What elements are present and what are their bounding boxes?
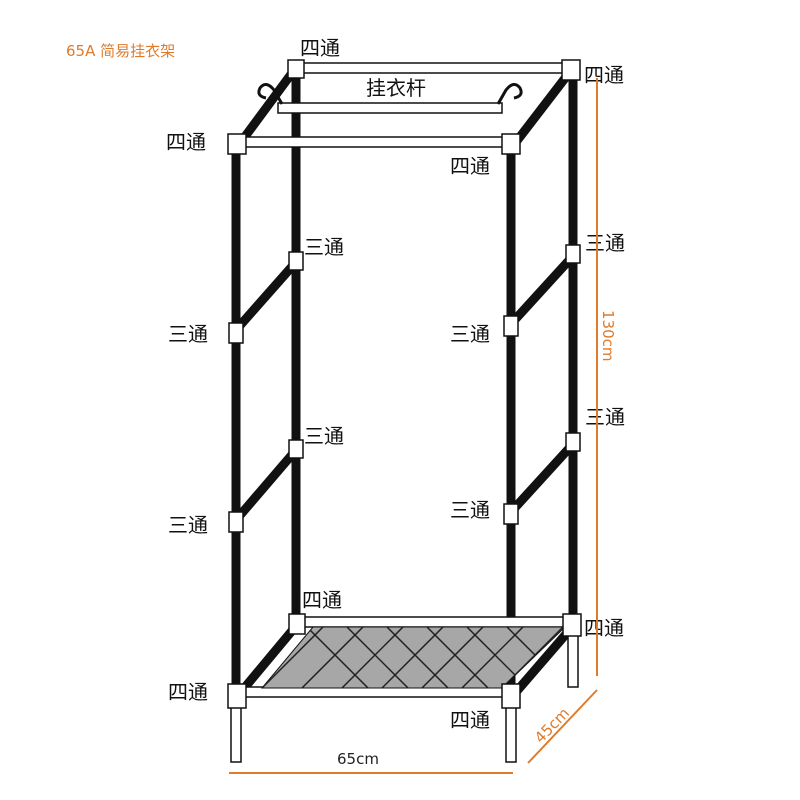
label-three-way: 三通 <box>450 322 490 346</box>
label-three-way: 三通 <box>168 322 208 346</box>
frame-tubes <box>231 70 578 697</box>
connector-top-front-left <box>227 133 247 155</box>
connector-mid-back-right-lower <box>565 432 581 452</box>
connector-mid-back-right-upper <box>565 244 581 264</box>
height-dimension-label: 130cm <box>599 310 617 362</box>
connector-top-back-left <box>287 59 305 79</box>
hanging-rod <box>257 83 523 114</box>
label-three-way: 三通 <box>168 513 208 537</box>
connector-bottom-front-left <box>227 683 247 709</box>
label-four-way: 四通 <box>584 63 624 87</box>
connector-mid-front-right-lower <box>503 503 519 525</box>
shelf-mesh <box>260 626 567 689</box>
connector-mid-front-left-upper <box>228 322 244 344</box>
right-hook-icon <box>496 83 523 105</box>
label-three-way: 三通 <box>304 424 344 448</box>
connector-mid-front-left-lower <box>228 511 244 533</box>
connector-bottom-front-right <box>501 683 521 709</box>
bottom-back-rod <box>299 616 569 628</box>
connector-bottom-back-left <box>288 613 306 635</box>
label-hanging-rod: 挂衣杆 <box>366 76 426 100</box>
label-four-way: 四通 <box>584 616 624 640</box>
dimension-lines <box>229 78 598 774</box>
top-front-rod <box>244 136 508 148</box>
left-hook-icon <box>257 83 284 105</box>
connectors <box>227 59 582 709</box>
diagram-title: 65A 简易挂衣架 <box>66 42 175 60</box>
depth-dimension-label: 45cm <box>531 704 573 747</box>
connector-bottom-back-right <box>562 613 582 637</box>
connector-top-back-right <box>561 59 581 81</box>
label-three-way: 三通 <box>450 498 490 522</box>
leg-front-right <box>505 704 517 763</box>
label-four-way: 四通 <box>450 708 490 732</box>
connector-top-front-right <box>501 133 521 155</box>
label-four-way: 四通 <box>450 154 490 178</box>
label-three-way: 三通 <box>304 235 344 259</box>
connector-mid-front-right-upper <box>503 315 519 337</box>
label-four-way: 四通 <box>168 680 208 704</box>
leg-front-left <box>230 704 242 763</box>
label-three-way: 三通 <box>585 231 625 255</box>
dimension-line-depth <box>527 689 598 764</box>
width-dimension-label: 65cm <box>337 750 379 768</box>
connector-mid-back-left-lower <box>288 439 304 459</box>
label-four-way: 四通 <box>300 36 340 60</box>
part-labels: 四通 四通 四通 四通 挂衣杆 三通 三通 三通 三通 三通 三通 三通 三通 … <box>166 36 625 732</box>
label-four-way: 四通 <box>166 130 206 154</box>
leg-back-right <box>567 634 579 688</box>
top-back-rod <box>299 62 569 74</box>
label-four-way: 四通 <box>302 588 342 612</box>
label-three-way: 三通 <box>585 405 625 429</box>
connector-mid-back-left-upper <box>288 251 304 271</box>
